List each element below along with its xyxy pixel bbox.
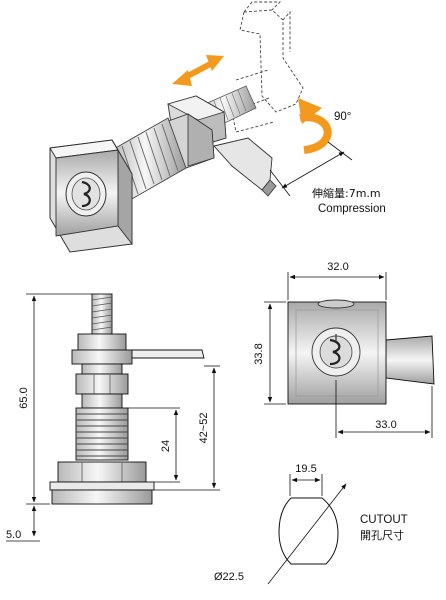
side-threaded-body bbox=[75, 393, 129, 461]
compression-label-cn: 伸縮量:7m.m bbox=[312, 186, 381, 200]
side-dimensions bbox=[6, 293, 220, 542]
side-view bbox=[49, 293, 205, 505]
front-key-plug bbox=[311, 327, 361, 377]
dim-front-height: 33.8 bbox=[253, 343, 265, 364]
cutout-outline bbox=[278, 497, 339, 565]
dim-thread-length: 24 bbox=[160, 440, 172, 452]
front-cam-lever bbox=[385, 335, 435, 385]
side-washer-mid bbox=[81, 363, 123, 375]
front-dimensions bbox=[264, 272, 433, 438]
dim-cam-reach: 33.0 bbox=[375, 419, 396, 431]
compression-label-en: Compression bbox=[318, 203, 386, 215]
front-view bbox=[287, 299, 435, 405]
dim-cutout-diameter: Ø22.5 bbox=[214, 571, 244, 583]
lever-ghost-outline bbox=[231, 1, 304, 133]
cutout-label-cn: 開孔尺寸 bbox=[360, 528, 404, 542]
side-top-nut bbox=[77, 333, 127, 351]
side-cam-lever bbox=[125, 349, 205, 359]
side-bottom-nut bbox=[57, 461, 147, 483]
iso-key-plug bbox=[65, 171, 107, 217]
side-base-flange bbox=[49, 481, 155, 491]
rotation-arrow-90 bbox=[298, 98, 332, 154]
isometric-view: 90° bbox=[49, 1, 386, 253]
side-hex-nut bbox=[75, 373, 129, 395]
side-base-plate bbox=[51, 489, 153, 505]
rotation-angle-label: 90° bbox=[334, 111, 351, 123]
cutout-view bbox=[267, 483, 347, 585]
cutout-diameter-line bbox=[267, 483, 347, 585]
iso-cam-lever bbox=[213, 137, 277, 197]
dim-front-width: 32.0 bbox=[327, 261, 348, 273]
dim-grip-range: 42~52 bbox=[198, 413, 210, 444]
dim-overall-height: 65.0 bbox=[18, 387, 30, 408]
dim-cutout-flat: 19.5 bbox=[295, 463, 316, 475]
compression-arrow bbox=[172, 55, 224, 86]
dim-base-thickness: 5.0 bbox=[6, 529, 21, 541]
cutout-label-en: CUTOUT bbox=[360, 514, 408, 526]
compression-dimension bbox=[269, 141, 353, 197]
side-washer-upper bbox=[71, 349, 133, 365]
side-threaded-stud bbox=[91, 293, 113, 335]
cutout-dimensions bbox=[289, 474, 323, 496]
